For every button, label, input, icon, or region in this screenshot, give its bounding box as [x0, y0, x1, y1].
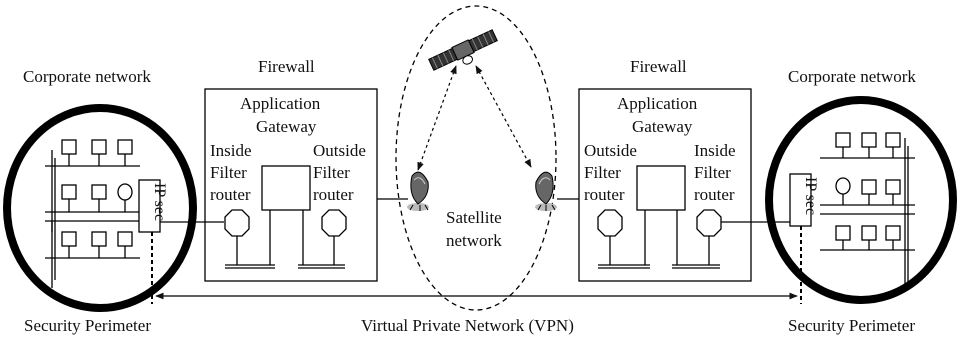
firewall-lan-left	[224, 209, 347, 269]
corporate-network-label-right: Corporate network	[788, 67, 916, 86]
security-perimeter-label-right: Security Perimeter	[788, 316, 915, 335]
inside-router-label-left-2: Filter	[210, 163, 247, 182]
ipsec-gateway-left	[138, 179, 161, 233]
lan-right	[820, 132, 915, 290]
firewall-label-right: Firewall	[630, 57, 687, 76]
application-gateway-server-left	[261, 165, 311, 211]
firewall-box-right	[578, 88, 752, 282]
app-gateway-label-left-1: Application	[240, 94, 321, 113]
outside-router-label-right-1: Outside	[584, 141, 637, 160]
security-perimeter-label-left: Security Perimeter	[24, 316, 151, 335]
satellite-icon	[428, 29, 498, 71]
firewall-lan-right	[597, 209, 722, 269]
router-octagon-icon	[224, 209, 250, 237]
satellite-network-label-1: Satellite	[446, 208, 502, 227]
ipsec-label-right: IP sec	[802, 177, 819, 215]
inside-router-label-right-2: Filter	[694, 163, 731, 182]
app-gateway-label-right-1: Application	[617, 94, 698, 113]
ipsec-label-left: IP sec	[151, 183, 168, 221]
outside-router-label-left-1: Outside	[313, 141, 366, 160]
corporate-network-boundary-right	[765, 96, 957, 304]
corporate-network-boundary-left	[3, 104, 197, 312]
firewall-box-left	[204, 88, 378, 282]
inside-router-label-right-3: router	[694, 185, 735, 204]
satellite-dish-icon	[407, 171, 429, 211]
router-octagon-icon	[597, 209, 623, 237]
outside-router-label-left-3: router	[313, 185, 354, 204]
satellite-link-right	[475, 65, 532, 168]
vpn-label: Virtual Private Network (VPN)	[361, 316, 574, 335]
satellite-link-left	[417, 65, 457, 171]
inside-router-label-right-1: Inside	[694, 141, 736, 160]
app-gateway-label-left-2: Gateway	[256, 117, 317, 136]
corporate-network-label-left: Corporate network	[23, 67, 151, 86]
application-gateway-server-right	[636, 165, 686, 211]
satellite-network-boundary	[395, 5, 557, 311]
outside-router-label-right-2: Filter	[584, 163, 621, 182]
satellite-network-label-2: network	[446, 231, 502, 250]
lan-left	[45, 139, 140, 288]
inside-router-label-left-1: Inside	[210, 141, 252, 160]
firewall-label-left: Firewall	[258, 57, 315, 76]
outside-router-label-left-2: Filter	[313, 163, 350, 182]
app-gateway-label-right-2: Gateway	[632, 117, 693, 136]
outside-router-label-right-3: router	[584, 185, 625, 204]
satellite-dish-icon	[535, 171, 557, 211]
router-octagon-icon	[321, 209, 347, 237]
router-octagon-icon	[696, 209, 722, 237]
inside-router-label-left-3: router	[210, 185, 251, 204]
